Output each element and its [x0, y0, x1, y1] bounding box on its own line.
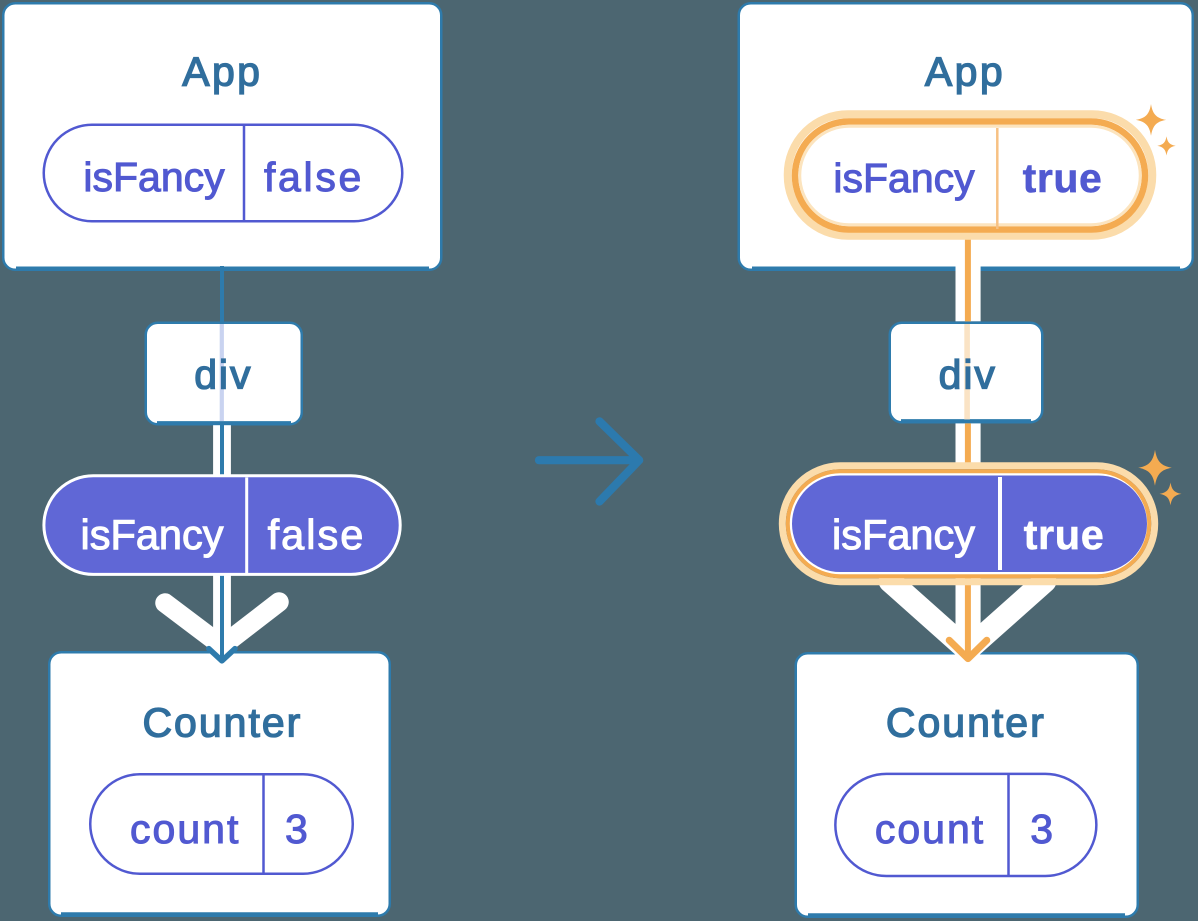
svg-text:false: false [268, 511, 366, 558]
svg-text:3: 3 [285, 806, 308, 852]
svg-text:false: false [264, 154, 364, 200]
svg-text:App: App [182, 48, 262, 94]
svg-text:isFancy: isFancy [83, 154, 225, 200]
svg-text:count: count [130, 806, 240, 852]
svg-text:div: div [194, 352, 252, 398]
svg-text:isFancy: isFancy [81, 511, 224, 558]
svg-text:count: count [875, 806, 985, 852]
svg-text:true: true [1024, 511, 1105, 558]
svg-text:3: 3 [1030, 806, 1053, 852]
svg-text:isFancy: isFancy [833, 155, 975, 201]
svg-text:true: true [1023, 155, 1103, 201]
svg-text:div: div [939, 352, 997, 398]
svg-text:isFancy: isFancy [832, 511, 975, 558]
svg-text:Counter: Counter [886, 700, 1046, 746]
svg-text:Counter: Counter [142, 700, 302, 746]
svg-text:App: App [925, 48, 1005, 94]
